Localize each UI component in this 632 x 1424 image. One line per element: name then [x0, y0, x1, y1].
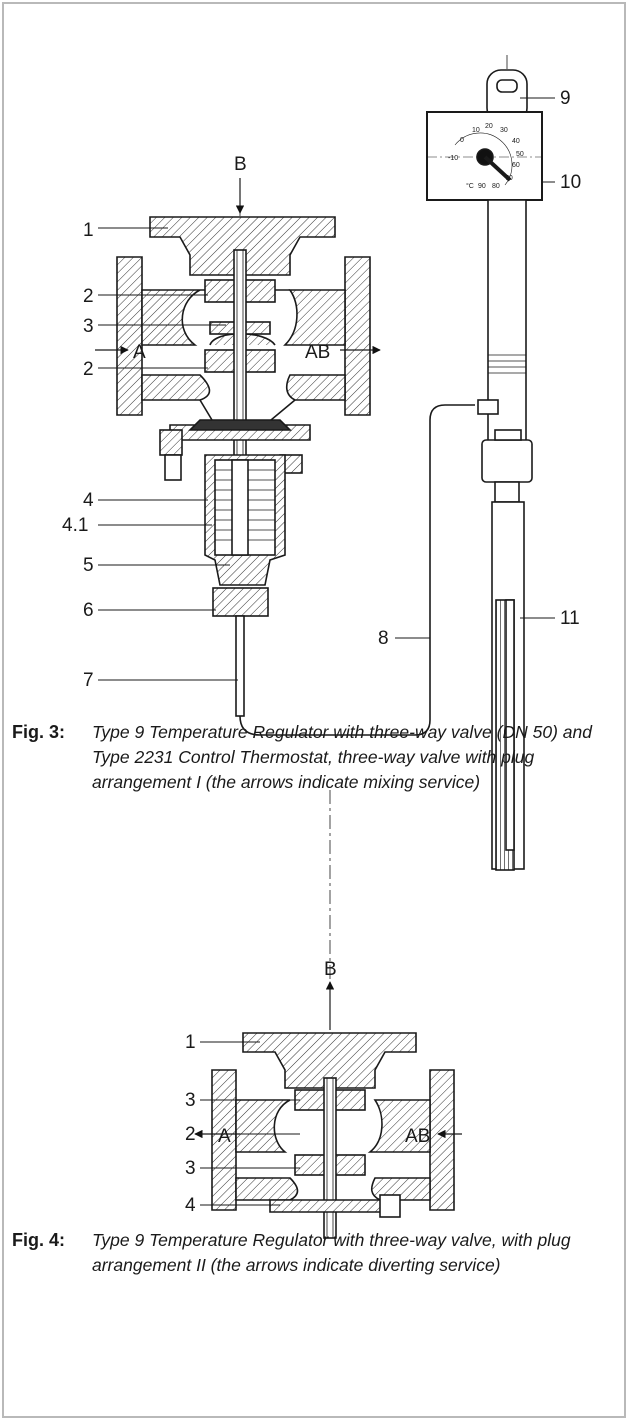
fig4-label-1: 1 [185, 1032, 196, 1053]
figure-3-caption: Fig. 3: Type 9 Temperature Regulator wit… [12, 720, 618, 795]
figure-3-number: Fig. 3: [12, 722, 65, 742]
fig3-label-2b: 2 [83, 359, 94, 380]
svg-text:-10: -10 [448, 155, 458, 162]
fig3-label-10: 10 [560, 172, 581, 193]
fig3-label-11: 11 [560, 608, 580, 629]
fig4-label-3b: 3 [185, 1158, 196, 1179]
fig4-port-b: B [324, 959, 337, 980]
svg-text:10: 10 [472, 127, 480, 134]
svg-text:40: 40 [512, 138, 520, 145]
svg-text:50: 50 [516, 151, 524, 158]
svg-text:0: 0 [460, 137, 464, 144]
svg-text:°C: °C [466, 182, 474, 190]
fig3-label-5: 5 [83, 555, 94, 576]
fig3-port-a: A [133, 342, 146, 363]
fig4-port-ab: AB [405, 1126, 430, 1147]
figure-4-label-text: 1 3 2 3 4 B A AB [185, 959, 430, 1216]
fig3-label-4-1: 4.1 [62, 515, 88, 536]
svg-text:20: 20 [485, 123, 493, 130]
svg-text:70: 70 [505, 175, 513, 182]
fig4-label-4: 4 [185, 1195, 196, 1216]
svg-text:90: 90 [478, 183, 486, 190]
figure-4-caption-text: Type 9 Temperature Regulator with three-… [92, 1230, 571, 1275]
figure-3-label-text: 1 2 3 2 4 4.1 5 6 7 8 9 10 11 B A AB [62, 88, 581, 691]
fig4-port-a: A [218, 1126, 231, 1147]
fig3-label-2: 2 [83, 286, 94, 307]
figure-4-drawing [194, 790, 462, 1239]
figure-4-number: Fig. 4: [12, 1230, 65, 1250]
fig3-label-1: 1 [83, 220, 94, 241]
svg-text:60: 60 [512, 162, 520, 169]
fig3-label-8: 8 [378, 628, 389, 649]
svg-text:80: 80 [492, 183, 500, 190]
figure-3-labels [98, 97, 555, 681]
figure-3-drawing [95, 55, 543, 871]
figure-3-caption-text: Type 9 Temperature Regulator with three-… [92, 722, 592, 792]
fig3-label-6: 6 [83, 600, 94, 621]
fig3-label-9: 9 [560, 88, 571, 109]
figure-4-labels [200, 1041, 300, 1206]
figure-4-caption: Fig. 4: Type 9 Temperature Regulator wit… [12, 1228, 618, 1278]
fig3-label-4: 4 [83, 490, 94, 511]
fig3-label-7: 7 [83, 670, 94, 691]
fig3-port-b: B [234, 154, 247, 175]
fig3-port-ab: AB [305, 342, 330, 363]
svg-text:30: 30 [500, 127, 508, 134]
thermostat-dial-scale: -10 0 10 20 30 40 50 60 70 80 90 °C [448, 123, 524, 190]
fig4-label-2: 2 [185, 1124, 196, 1145]
fig4-label-3: 3 [185, 1090, 196, 1111]
fig3-label-3: 3 [83, 316, 94, 337]
